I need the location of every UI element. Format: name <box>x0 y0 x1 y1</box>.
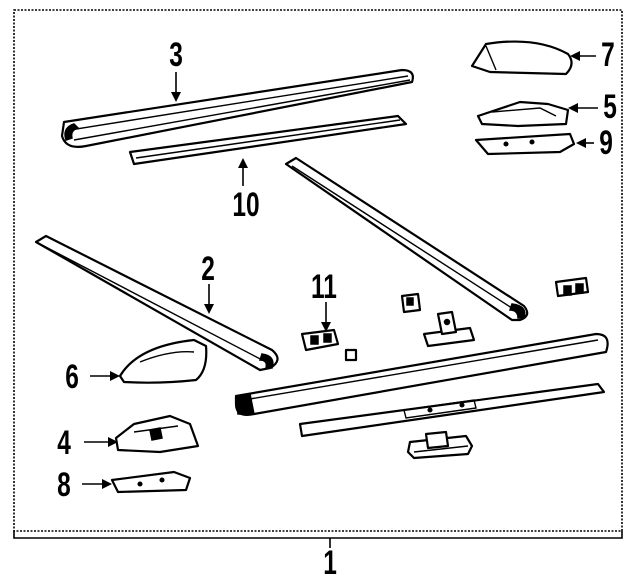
callout-3: 3 <box>169 36 183 74</box>
callout-10-leader <box>238 158 248 186</box>
part-4-end-bracket <box>114 414 200 454</box>
callout-8-leader <box>82 479 112 489</box>
center-mount-bracket <box>406 430 474 460</box>
callout-1: 1 <box>323 544 337 578</box>
callout-7: 7 <box>601 36 615 74</box>
callout-3-leader <box>171 72 181 102</box>
part-7-end-cap <box>470 40 573 76</box>
callout-9-leader <box>576 138 594 148</box>
callout-11-leader <box>321 302 331 332</box>
small-clip <box>400 292 422 314</box>
callout-4-leader <box>84 437 118 447</box>
callout-4: 4 <box>57 424 71 462</box>
assembly-bracket-line <box>13 531 623 548</box>
part-8-base-plate <box>110 470 192 494</box>
right-side-bar <box>284 156 529 322</box>
callout-11: 11 <box>311 268 337 306</box>
callout-2-leader <box>204 284 214 314</box>
lower-cross-rail <box>234 332 609 416</box>
part-2-side-bar <box>34 234 279 372</box>
right-clip <box>554 276 590 298</box>
callout-9: 9 <box>599 124 613 162</box>
part-11-clip-set <box>300 328 358 362</box>
stand-bracket <box>422 310 476 348</box>
part-10-trim-strip <box>128 114 408 166</box>
callout-7-leader <box>570 51 596 61</box>
part-9-base-plate <box>474 132 576 156</box>
part-5-end-bracket <box>476 100 570 128</box>
callout-6: 6 <box>65 358 79 396</box>
part-3-rail <box>60 68 414 148</box>
part-6-end-cap <box>118 338 208 384</box>
callout-8: 8 <box>57 466 71 504</box>
callout-2: 2 <box>201 250 215 288</box>
lower-flat-strip <box>298 382 606 438</box>
callout-6-leader <box>90 371 120 381</box>
callout-5: 5 <box>603 88 617 126</box>
callout-5-leader <box>568 103 598 113</box>
callout-10: 10 <box>232 186 259 224</box>
